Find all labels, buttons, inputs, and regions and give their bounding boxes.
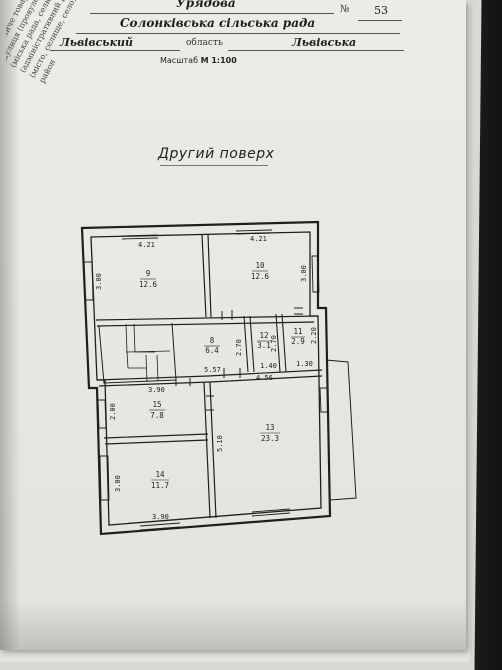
oblast-underline bbox=[228, 50, 404, 51]
dim-421-left: 4.21 bbox=[138, 241, 155, 249]
room-14-area: 11.7 bbox=[151, 481, 169, 490]
room-15: 15 7.8 bbox=[149, 400, 165, 420]
scale-label: Масштаб bbox=[160, 56, 199, 65]
room-10-number: 10 bbox=[255, 261, 265, 270]
dim-140: 1.40 bbox=[260, 362, 277, 370]
no-label: № bbox=[340, 4, 350, 15]
council-underline bbox=[76, 33, 400, 34]
room-11-area: 2.9 bbox=[291, 337, 305, 346]
room-13-area: 23.3 bbox=[261, 434, 279, 443]
floor-title-underline bbox=[160, 165, 268, 166]
dim-300-bottom: 3.00 bbox=[114, 475, 122, 492]
dim-390-top: 3.90 bbox=[148, 386, 165, 394]
dim-300-right: 3.00 bbox=[300, 265, 308, 282]
dim-510: 5.10 bbox=[216, 435, 224, 452]
room-13: 13 23.3 bbox=[260, 423, 280, 443]
street-underline bbox=[90, 13, 334, 14]
room-12-area: 3.1 bbox=[257, 341, 271, 350]
room-14-number: 14 bbox=[155, 470, 165, 479]
page-shadow-bottom bbox=[0, 600, 466, 650]
dim-270-a: 2.70 bbox=[235, 339, 243, 356]
council-value: Солонківська сільська рада bbox=[120, 16, 316, 30]
dim-200: 2.00 bbox=[109, 403, 117, 420]
room-8: 8 6.4 bbox=[204, 336, 220, 355]
oblast-value: Львівська bbox=[292, 36, 357, 49]
street-value: Урядова bbox=[176, 0, 236, 10]
no-underline bbox=[358, 20, 402, 21]
room-12: 12 3.1 bbox=[257, 331, 271, 350]
room-8-number: 8 bbox=[210, 336, 215, 345]
district-underline bbox=[50, 50, 180, 51]
scale-line: Масштаб М 1:100 bbox=[160, 56, 237, 65]
room-15-number: 15 bbox=[152, 400, 161, 409]
room-13-number: 13 bbox=[265, 423, 274, 432]
no-value: 53 bbox=[374, 4, 388, 17]
room-15-area: 7.8 bbox=[150, 411, 164, 420]
dim-456: 4.56 bbox=[256, 374, 273, 382]
room-9-area: 12.6 bbox=[139, 280, 158, 289]
dim-130: 1.30 bbox=[296, 360, 313, 368]
room-11-number: 11 bbox=[293, 327, 302, 336]
district-value: Львівський bbox=[60, 36, 134, 49]
room-8-area: 6.4 bbox=[205, 346, 219, 355]
dim-421-right: 4.21 bbox=[250, 235, 267, 243]
dim-270-b: 2.70 bbox=[270, 335, 278, 352]
room-9-number: 9 bbox=[146, 269, 151, 278]
room-14: 14 11.7 bbox=[151, 470, 169, 490]
room-10-area: 12.6 bbox=[251, 272, 270, 281]
oblast-label: область bbox=[186, 38, 223, 48]
dim-300-left: 3.00 bbox=[95, 273, 103, 290]
dim-390-bottom: 3.90 bbox=[152, 513, 169, 521]
floor-plan: 4.21 4.21 3.00 3.00 2.70 2.70 2.20 1.40 … bbox=[80, 220, 357, 536]
page-shadow-left bbox=[0, 0, 20, 650]
room-12-number: 12 bbox=[259, 331, 268, 340]
document-page: Садівниче товариство (вулиця (провулок, … bbox=[0, 0, 466, 650]
floor-title: Другий поверх bbox=[158, 146, 275, 162]
room-9: 9 12.6 bbox=[139, 269, 158, 289]
dim-220: 2.20 bbox=[310, 327, 318, 344]
room-11: 11 2.9 bbox=[291, 327, 305, 346]
room-10: 10 12.6 bbox=[251, 261, 270, 281]
dim-557: 5.57 bbox=[204, 366, 221, 374]
scale-value: М 1:100 bbox=[200, 56, 237, 65]
